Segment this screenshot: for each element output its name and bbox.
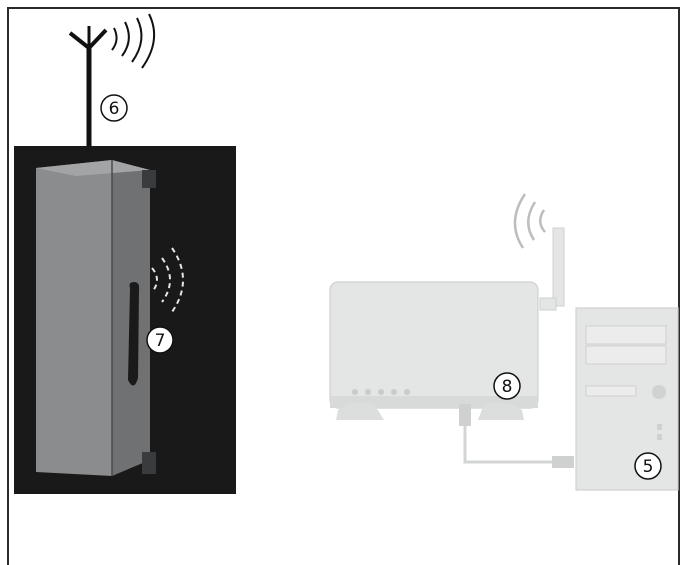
device-hinge-top xyxy=(142,170,156,188)
network-cable-icon xyxy=(459,404,574,468)
drive-bay-1 xyxy=(585,325,667,345)
device-hinge-bottom xyxy=(142,452,156,474)
computer-tower-icon xyxy=(575,307,679,491)
callout-8-label: 8 xyxy=(502,377,513,397)
antenna-arm-right xyxy=(87,28,108,50)
callout-6: 6 xyxy=(100,94,128,122)
callout-5-label: 5 xyxy=(643,457,654,477)
router-radio-waves-icon xyxy=(513,193,546,249)
callout-6-label: 6 xyxy=(109,99,120,119)
power-button xyxy=(652,385,666,399)
drive-bay-2 xyxy=(585,345,667,365)
external-antenna xyxy=(68,13,156,150)
callout-8: 8 xyxy=(493,372,521,400)
router-icon xyxy=(329,193,565,420)
antenna-arm-left xyxy=(68,31,91,50)
drive-bay-3 xyxy=(585,385,637,397)
router-leds xyxy=(352,389,410,395)
router-antenna xyxy=(552,227,565,307)
router-foot-right xyxy=(478,402,524,420)
callout-7-label: 7 xyxy=(155,331,166,351)
device-enclosure xyxy=(36,160,112,476)
device-photo xyxy=(14,146,236,494)
router-foot-left xyxy=(336,402,384,420)
callout-5: 5 xyxy=(634,452,662,480)
callout-7: 7 xyxy=(146,326,174,354)
radio-waves-icon xyxy=(111,13,156,69)
device-antenna-icon xyxy=(128,282,140,386)
device-radio-waves-icon xyxy=(151,247,184,313)
